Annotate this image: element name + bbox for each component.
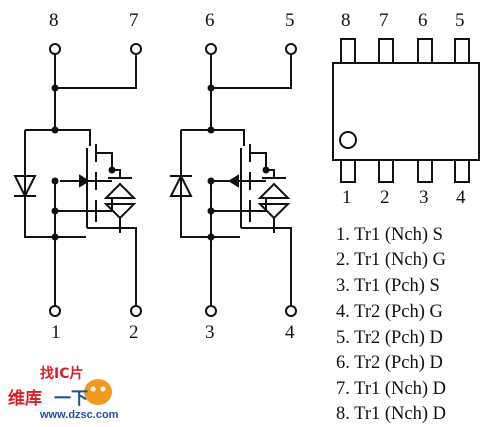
pin-label-8: 8 [49,10,59,31]
source-wire [210,181,250,306]
package-pin-5: 5 [455,10,465,31]
pin-function-item: 6. Tr2 (Pch) D [336,353,443,373]
pin-terminal-4 [285,305,297,317]
watermark-mascot-eye-icon [90,386,96,392]
mosfet-gate [240,148,292,306]
junction-dot [51,207,59,215]
pin-label-1: 1 [51,322,61,343]
package-lead [454,38,470,64]
pin-label-3: 3 [205,322,215,343]
pin-label-2: 2 [129,322,139,343]
mosfet-arrow-head [79,174,90,188]
junction-dot [207,233,215,241]
package-pin-3: 3 [419,187,429,208]
pin-terminal-2 [130,305,142,317]
mosfet-gate [86,148,137,306]
gate-protection-zener [257,169,291,233]
gate-protection-zener [103,169,137,233]
pin-function-item: 8. Tr1 (Nch) D [336,404,446,424]
drain-wire [180,54,292,238]
mosfet-channel [249,144,267,222]
package-pin-6: 6 [418,10,428,31]
package-lead [340,159,356,183]
package-lead [378,159,394,183]
package-lead [378,38,394,64]
pin-function-item: 5. Tr2 (Pch) D [336,328,443,348]
package-lead [417,38,433,64]
junction-dot [262,166,270,174]
watermark-chinese-1: 维库 [8,388,42,409]
source-wire [54,181,96,306]
pin-label-5: 5 [285,10,295,31]
watermark-chinese-2: 一下 [54,389,88,409]
junction-dot [108,166,116,174]
package-lead [340,38,356,64]
pin-label-4: 4 [285,322,295,343]
package-pin-2: 2 [380,187,390,208]
watermark-mascot-eye-icon [100,386,106,392]
circuit-tr2: 6 5 3 4 [169,10,297,343]
pin-terminal-1 [49,305,61,317]
mosfet-channel [95,144,113,222]
package-lead [417,159,433,183]
watermark-logo: 找IC片 维库 一下 www.dzsc.com [8,365,119,421]
package-pin-4: 4 [456,187,466,208]
pin-label-7: 7 [129,10,139,31]
mosfet-arrow-head [228,174,239,188]
pin-function-item: 1. Tr1 (Nch) S [336,225,443,245]
package-pin-7: 7 [379,10,389,31]
pin-terminal-6 [205,43,217,55]
body-diode [169,173,193,197]
pin-label-6: 6 [205,10,215,31]
package-body [332,62,480,161]
junction-dot [51,233,59,241]
body-diode [13,175,37,199]
watermark-url: www.dzsc.com [39,409,119,421]
drain-wire [24,54,137,238]
junction-dot [51,126,59,134]
pin-terminal-7 [130,43,142,55]
junction-dot [207,207,215,215]
pin-function-item: 2. Tr1 (Nch) G [336,250,446,270]
pin-terminal-8 [49,43,61,55]
pin-function-list: 1. Tr1 (Nch) S 2. Tr1 (Nch) G 3. Tr1 (Pc… [336,225,446,424]
junction-dot [207,177,215,185]
pin-function-item: 3. Tr1 (Pch) S [336,276,440,296]
pin1-marker [339,131,357,149]
package-pin-1: 1 [342,187,352,208]
junction-dot [51,84,59,92]
pin-terminal-5 [285,43,297,55]
package-pin-8: 8 [341,10,351,31]
pin-function-item: 4. Tr2 (Pch) G [336,302,443,322]
pin-terminal-3 [205,305,217,317]
junction-dot [51,177,59,185]
watermark-mascot-icon [84,379,112,405]
pin-function-item: 7. Tr1 (Nch) D [336,379,446,399]
circuit-tr1: 8 7 1 2 [13,10,142,343]
junction-dot [207,84,215,92]
ic-package: 8 7 6 5 1 2 3 4 [332,10,480,208]
watermark-logo-text: 找IC片 [40,365,83,382]
junction-dot [207,126,215,134]
package-lead [454,159,470,183]
